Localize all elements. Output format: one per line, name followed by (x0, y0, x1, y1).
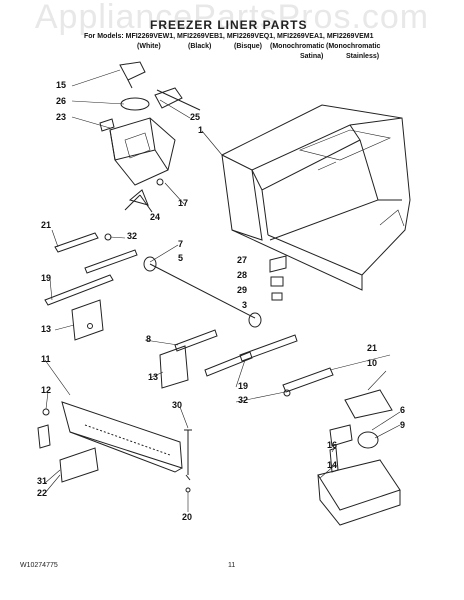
part-label-7: 7 (178, 239, 184, 249)
color-mono-satina-2: Satina) (300, 53, 324, 60)
part-label-16: 16 (327, 440, 338, 450)
model-number: MFI2269VEQ1, (226, 33, 276, 40)
part-label-21: 21 (41, 220, 52, 230)
part-label-13b: 13 (148, 372, 159, 382)
watermark: AppliancePartsPros.com (34, 0, 430, 36)
part-label-29: 29 (237, 285, 248, 295)
part-label-19b: 19 (238, 381, 249, 391)
model-number: MFI2269VEB1, (177, 33, 225, 40)
part-label-32b: 32 (238, 395, 249, 405)
part-label-12: 12 (41, 385, 52, 395)
damper-small-parts-drawing (270, 256, 286, 300)
part-label-28: 28 (237, 270, 248, 280)
part-label-30: 30 (172, 400, 183, 410)
part-label-15: 15 (56, 80, 67, 90)
color-mono-stainless: (Monochromatic (326, 43, 381, 50)
color-mono-satina: (Monochromatic (270, 43, 325, 50)
part-label-17: 17 (178, 198, 189, 208)
part-label-22: 22 (37, 488, 48, 498)
part-label-9: 9 (400, 420, 406, 430)
freezer-liner-drawing (222, 105, 410, 290)
part-label-31: 31 (37, 476, 48, 486)
part-label-1: 1 (198, 125, 204, 135)
lower-cover-drawing (38, 402, 192, 492)
part-label-8: 8 (146, 334, 152, 344)
color-bisque: (Bisque) (234, 43, 262, 50)
light-housing-drawing (318, 390, 400, 525)
part-label-23: 23 (56, 112, 67, 122)
part-label-3: 3 (242, 300, 248, 310)
part-label-32: 32 (127, 231, 138, 241)
part-label-11: 11 (41, 354, 51, 364)
part-label-5: 5 (178, 253, 184, 263)
page-title: FREEZER LINER PARTS (150, 18, 308, 32)
part-label-21b: 21 (367, 343, 378, 353)
part-label-6: 6 (400, 405, 406, 415)
color-black: (Black) (188, 43, 212, 50)
part-label-26: 26 (56, 96, 67, 106)
part-label-13: 13 (41, 324, 52, 334)
leader-lines (45, 70, 400, 512)
model-number: MFI2269VEM1 (326, 33, 374, 40)
models-prefix: For Models: (84, 33, 124, 40)
part-label-19: 19 (41, 273, 52, 283)
part-label-25: 25 (190, 112, 201, 122)
part-label-10: 10 (367, 358, 378, 368)
part-label-24: 24 (150, 212, 161, 222)
color-mono-stainless-2: Stainless) (346, 53, 380, 60)
model-number: MFI2269VEA1, (277, 33, 325, 40)
document-number: W10274775 (20, 562, 58, 569)
color-white: (White) (137, 43, 161, 50)
model-number: MFI2269VEW1, (125, 33, 176, 40)
rail-parts-drawing (45, 233, 333, 396)
part-label-14: 14 (327, 460, 338, 470)
damper-rod-drawing (144, 257, 261, 327)
part-label-27: 27 (237, 255, 248, 265)
models-row: For Models: MFI2269VEW1, MFI2269VEB1, MF… (84, 33, 374, 40)
part-label-20: 20 (182, 512, 193, 522)
fan-assembly-drawing (100, 62, 200, 212)
page-number: 11 (228, 562, 236, 569)
